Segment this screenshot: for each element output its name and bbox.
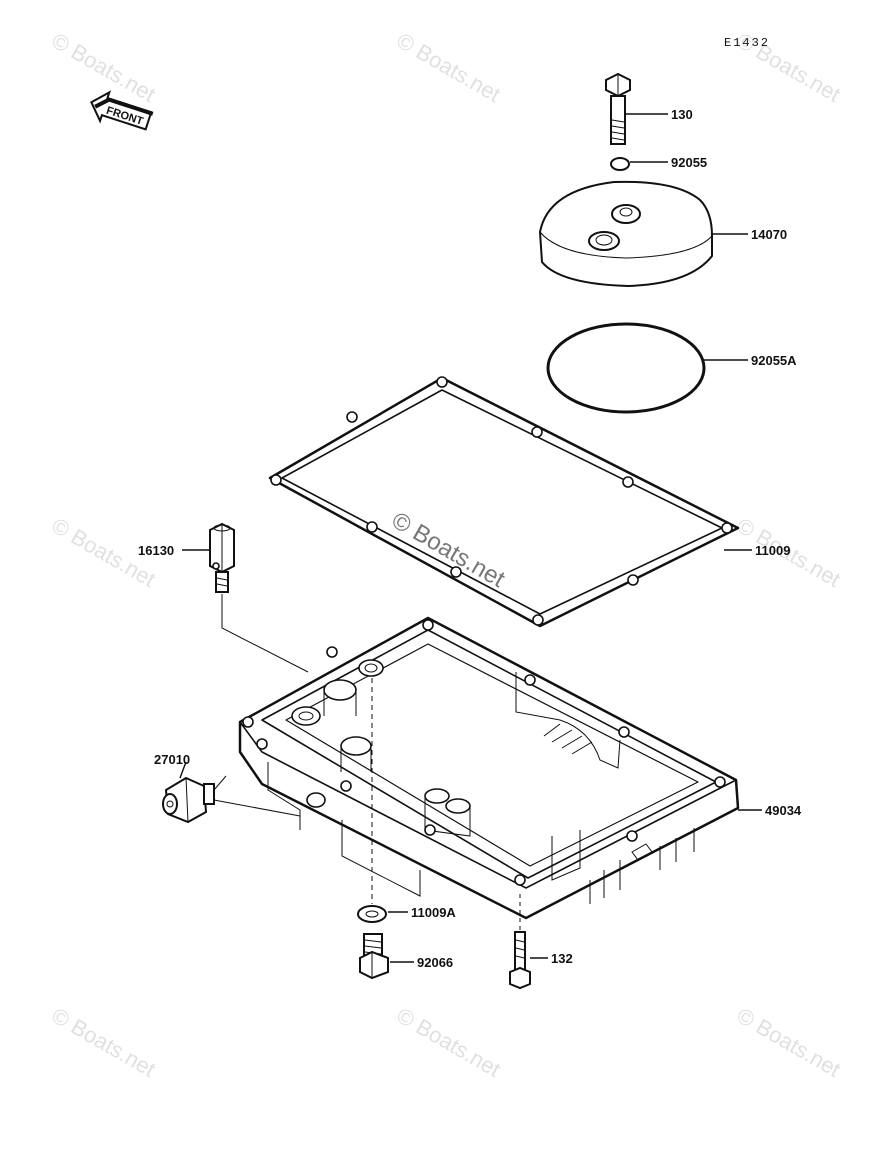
leader-lines — [179, 113, 762, 963]
callout-92055: 92055 — [671, 155, 707, 170]
switch-27010 — [162, 776, 215, 824]
callout-14070: 14070 — [751, 227, 787, 242]
washer-11009A — [357, 905, 387, 923]
bolt-132 — [509, 931, 531, 990]
leader-27010-install — [213, 775, 301, 817]
watermark-center: © Boats.net — [387, 507, 510, 593]
callout-11009: 11009 — [755, 543, 790, 558]
figure-code: E1432 — [724, 36, 770, 50]
watermark: © Boats.net — [48, 1003, 160, 1082]
watermark: © Boats.net — [393, 28, 505, 107]
o-ring-92055A — [546, 322, 706, 414]
bolt-130 — [605, 72, 631, 145]
o-ring-92055 — [610, 157, 630, 171]
callout-92066: 92066 — [417, 955, 453, 970]
gasket-11009 — [268, 376, 740, 628]
callout-11009A: 11009A — [411, 905, 456, 920]
callout-49034: 49034 — [765, 803, 802, 818]
callout-92055A: 92055A — [751, 353, 797, 368]
fitting-16130 — [209, 522, 235, 593]
watermark: © Boats.net — [393, 1003, 505, 1082]
oil-pan-49034 — [238, 616, 740, 920]
callout-16130: 16130 — [138, 543, 174, 558]
watermark: © Boats.net — [733, 1003, 845, 1082]
drain-plug-92066 — [359, 933, 389, 980]
callout-27010: 27010 — [154, 752, 190, 767]
callout-132: 132 — [551, 951, 573, 966]
leader-16130-install — [221, 594, 309, 673]
callout-130: 130 — [671, 107, 693, 122]
cover-14070 — [538, 180, 713, 288]
